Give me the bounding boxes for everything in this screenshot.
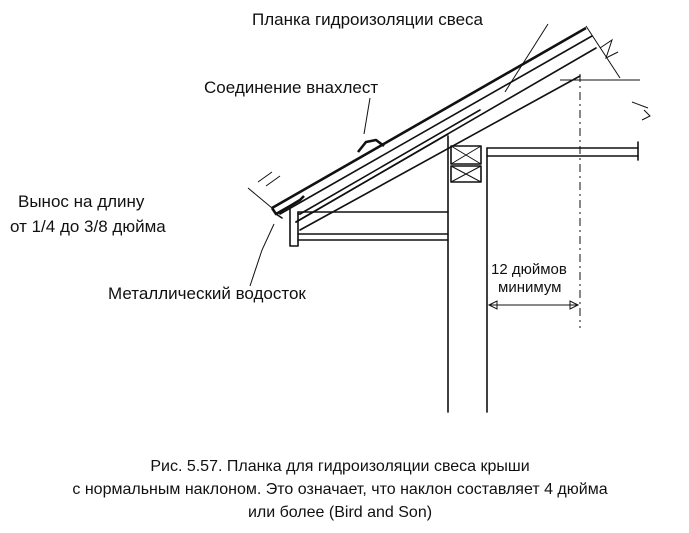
roof-deck — [271, 26, 597, 223]
break-marks — [585, 25, 651, 121]
dimension-centerline — [560, 74, 640, 328]
label-gutter: Металлический водосток — [108, 284, 306, 303]
leader-overhang — [247, 187, 273, 209]
wall — [447, 135, 488, 413]
ceiling-joist — [486, 141, 639, 161]
top-plate — [450, 145, 482, 183]
lap-joint — [356, 138, 385, 153]
drip-edge-nose — [270, 195, 305, 219]
overhang-tick-1 — [257, 171, 273, 183]
leader-drip-edge — [504, 23, 549, 93]
leader-gutter — [249, 223, 275, 287]
caption-line1: Рис. 5.57. Планка для гидроизоляции свес… — [150, 458, 529, 475]
label-drip-edge: Планка гидроизоляции свеса — [252, 10, 484, 29]
label-lap-joint: Соединение внахлест — [204, 78, 378, 97]
label-overhang-line2: от 1/4 до 3/8 дюйма — [10, 217, 166, 236]
figure-caption: Рис. 5.57. Планка для гидроизоляции свес… — [72, 458, 607, 521]
label-overhang-line1: Вынос на длину — [18, 192, 145, 211]
leader-lines — [247, 23, 549, 287]
caption-line2: с нормальным наклоном. Это означает, что… — [72, 481, 607, 498]
leader-lap-joint — [363, 97, 371, 135]
label-dimension-line1: 12 дюймов — [491, 261, 567, 278]
label-dimension-line2: минимум — [498, 279, 561, 296]
fascia-soffit — [289, 207, 449, 247]
dimension-12-inch — [487, 300, 580, 310]
caption-line3: или более (Bird and Son) — [248, 504, 432, 521]
overhang-tick-2 — [265, 175, 281, 187]
rafter — [295, 75, 581, 231]
